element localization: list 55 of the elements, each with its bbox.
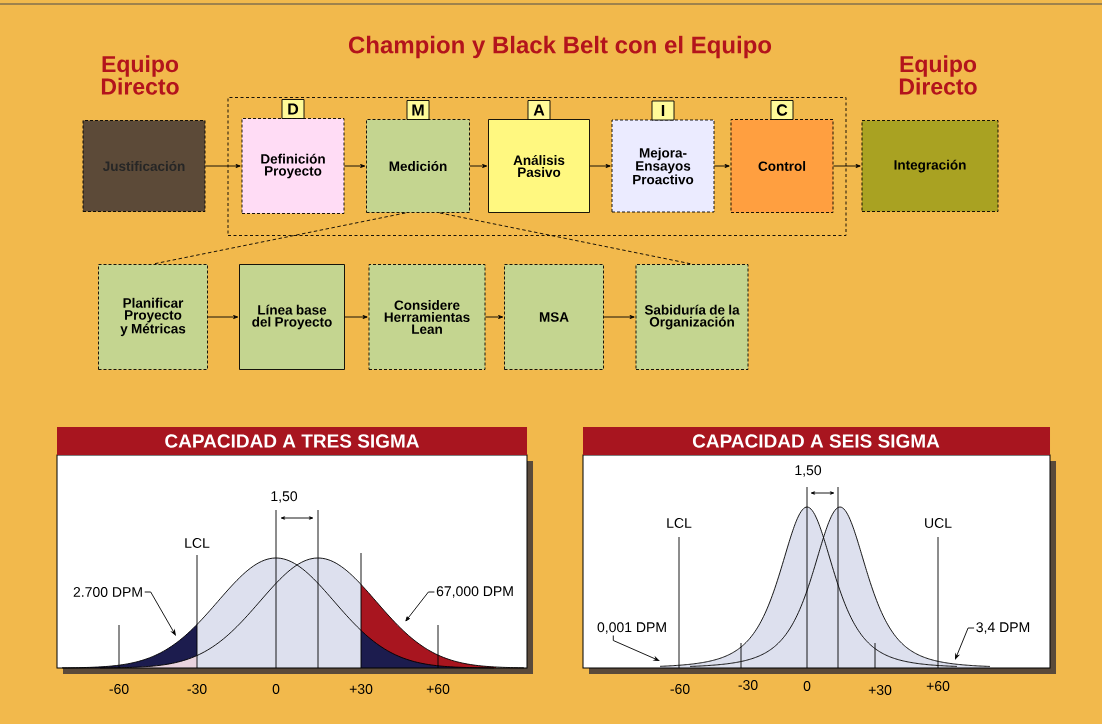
dpm-label: 67,000 DPM [436,586,513,598]
arrow [344,164,366,168]
dashed-connector [152,212,406,265]
arrow [714,164,730,168]
process-box: Análisis Pasivo [488,119,590,213]
tick-label: -60 [670,684,690,694]
process-box: Mejora-Ensayos Proactivo [611,119,715,213]
process-box: Definición Proyecto [241,118,345,214]
limit-label: UCL [925,518,952,528]
tick-label: -60 [109,684,129,694]
phase-tab: I [651,100,675,121]
dpm-label: 3,4 DPM [976,622,1030,634]
dpm-label: 0,001 DPM [597,622,666,634]
arrow [603,315,635,319]
process-box: MSA [504,264,604,370]
limit-label: LCL [185,538,210,548]
phase-tab: M [406,100,430,120]
tick-label: +60 [426,684,450,694]
team-heading: Equipo Directo [899,55,977,95]
process-box: Sabiduría de la Organización [635,264,749,370]
panel-title: CAPACIDAD A TRES SIGMA [57,427,527,455]
tick-label: 0 [272,684,280,694]
phase-tab: C [770,100,794,120]
tick-label: +30 [349,684,373,694]
phase-tab: D [281,99,305,119]
tick-label: -30 [187,684,207,694]
shift-label: 1,50 [795,465,822,477]
leader-arrow [144,591,176,636]
tick-label: 0 [803,681,811,691]
arrow [207,315,239,319]
arrow [833,164,861,168]
limit-label: LCL [667,518,692,528]
process-box: Planificar Proyecto y Métricas [98,264,208,370]
arrow [485,315,504,319]
process-box: Considere Herramientas Lean [368,264,486,370]
leader-arrow [955,627,975,660]
process-box: Línea base del Proyecto [239,264,345,370]
arrow [469,164,488,168]
tick-label: +30 [868,685,892,695]
leader-arrow [405,591,435,622]
process-box: Medición [366,119,470,213]
leader-arrow [612,635,660,661]
arrow [589,164,611,168]
arrow [205,164,241,168]
tick-label: -30 [738,680,758,690]
arrow [344,315,368,319]
team-heading: Equipo Directo [101,55,179,95]
process-box: Integración [861,120,999,212]
shift-label: 1,50 [271,491,298,503]
group-title: Champion y Black Belt con el Equipo [348,35,772,59]
dpm-label: 2.700 DPM [73,587,142,597]
process-box: Control [730,119,834,213]
tick-label: +60 [926,681,950,691]
panel-title: CAPACIDAD A SEIS SIGMA [583,427,1050,455]
phase-tab: A [527,100,551,120]
